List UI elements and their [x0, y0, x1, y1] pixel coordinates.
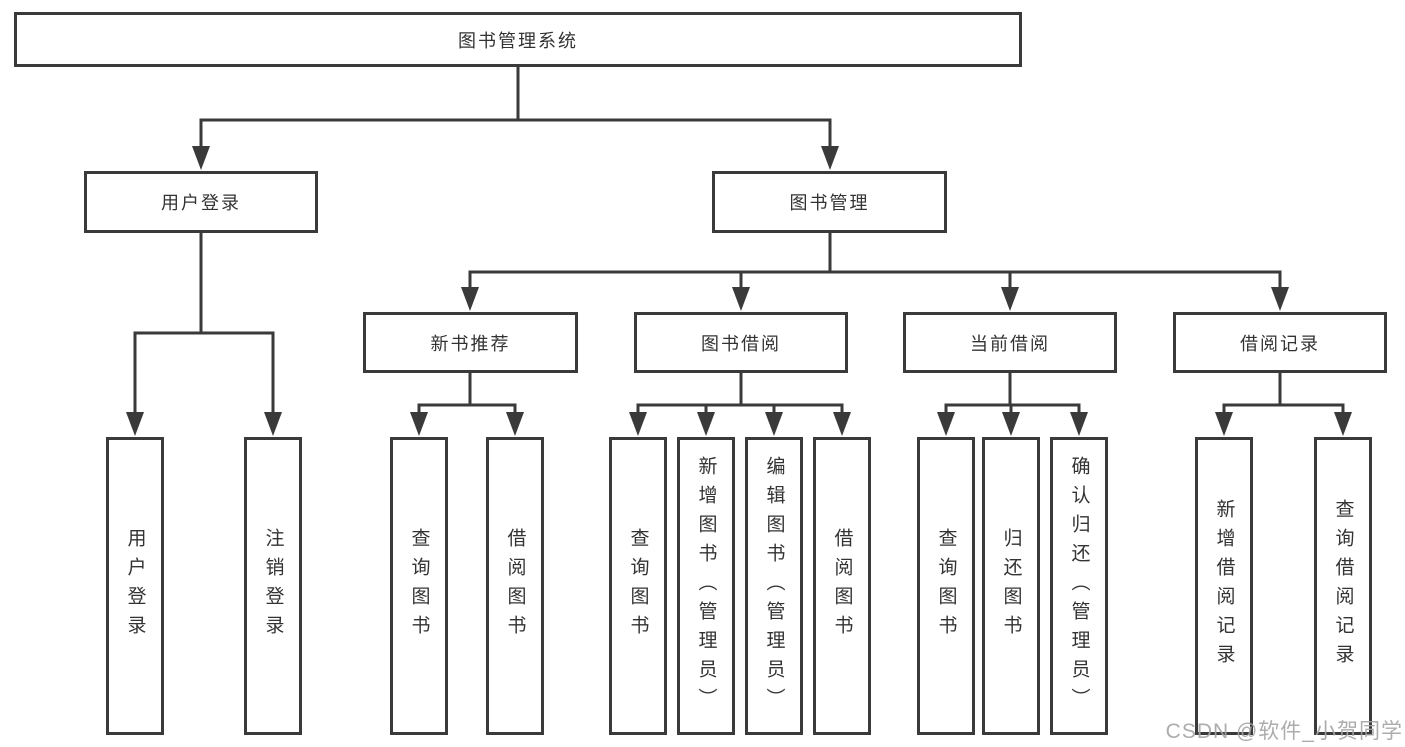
node-label: 查询图书: [935, 528, 957, 644]
leaf-query-books-2: 查询图书: [609, 437, 667, 735]
arrowhead-icon: [461, 287, 479, 311]
arrowhead-icon: [1070, 412, 1088, 436]
node-user-login: 用户登录: [84, 171, 318, 233]
leaf-query-borrow-record: 查询借阅记录: [1314, 437, 1372, 735]
arrowhead-icon: [410, 412, 428, 436]
node-label: 借阅图书: [504, 528, 526, 644]
arrowhead-icon: [506, 412, 524, 436]
connector-book-borrow-children: [629, 373, 851, 436]
leaf-user-login: 用户登录: [106, 437, 164, 735]
arrowhead-icon: [126, 412, 144, 436]
leaf-logout: 注销登录: [244, 437, 302, 735]
arrowhead-icon: [937, 412, 955, 436]
connector-current-borrow-children: [937, 373, 1088, 436]
leaf-borrow-books-1: 借阅图书: [486, 437, 544, 735]
node-label: 注销登录: [262, 528, 284, 644]
node-label: 查询图书: [627, 528, 649, 644]
arrowhead-icon: [192, 146, 210, 170]
node-label: 新增图书（管理员）: [695, 455, 717, 717]
node-label: 查询图书: [408, 528, 430, 644]
node-book-borrow: 图书借阅: [634, 312, 848, 373]
arrowhead-icon: [1334, 412, 1352, 436]
arrowhead-icon: [821, 146, 839, 170]
node-label: 编辑图书（管理员）: [763, 455, 785, 717]
leaf-add-book-admin: 新增图书（管理员）: [677, 437, 735, 735]
node-library-system: 图书管理系统: [14, 12, 1022, 67]
connector-root-to-level2: [192, 67, 839, 170]
leaf-add-borrow-record: 新增借阅记录: [1195, 437, 1253, 735]
leaf-borrow-books-2: 借阅图书: [813, 437, 871, 735]
node-book-management: 图书管理: [712, 171, 947, 233]
watermark: CSDN @软件_小贺同学: [1165, 720, 1403, 743]
node-label: 借阅图书: [831, 528, 853, 644]
arrowhead-icon: [765, 412, 783, 436]
arrowhead-icon: [833, 412, 851, 436]
arrowhead-icon: [1271, 287, 1289, 311]
arrowhead-icon: [732, 287, 750, 311]
node-current-borrow: 当前借阅: [903, 312, 1117, 373]
arrowhead-icon: [629, 412, 647, 436]
arrowhead-icon: [1002, 412, 1020, 436]
leaf-edit-book-admin: 编辑图书（管理员）: [745, 437, 803, 735]
node-label: 新增借阅记录: [1213, 499, 1235, 673]
node-borrow-records: 借阅记录: [1173, 312, 1387, 373]
leaf-return-books: 归还图书: [982, 437, 1040, 735]
leaf-query-books-1: 查询图书: [390, 437, 448, 735]
leaf-query-books-3: 查询图书: [917, 437, 975, 735]
connector-new-book-recommend-children: [410, 373, 524, 436]
connector-borrow-records-children: [1215, 373, 1352, 436]
arrowhead-icon: [697, 412, 715, 436]
node-label: 确认归还（管理员）: [1068, 455, 1090, 717]
arrowhead-icon: [1215, 412, 1233, 436]
node-new-book-recommend: 新书推荐: [363, 312, 578, 373]
node-label: 归还图书: [1000, 528, 1022, 644]
arrowhead-icon: [1001, 287, 1019, 311]
node-label: 查询借阅记录: [1332, 499, 1354, 673]
leaf-confirm-return-admin: 确认归还（管理员）: [1050, 437, 1108, 735]
connector-user-login-children: [126, 233, 282, 436]
connector-book-management-children: [461, 233, 1289, 311]
arrowhead-icon: [264, 412, 282, 436]
node-label: 用户登录: [124, 528, 146, 644]
